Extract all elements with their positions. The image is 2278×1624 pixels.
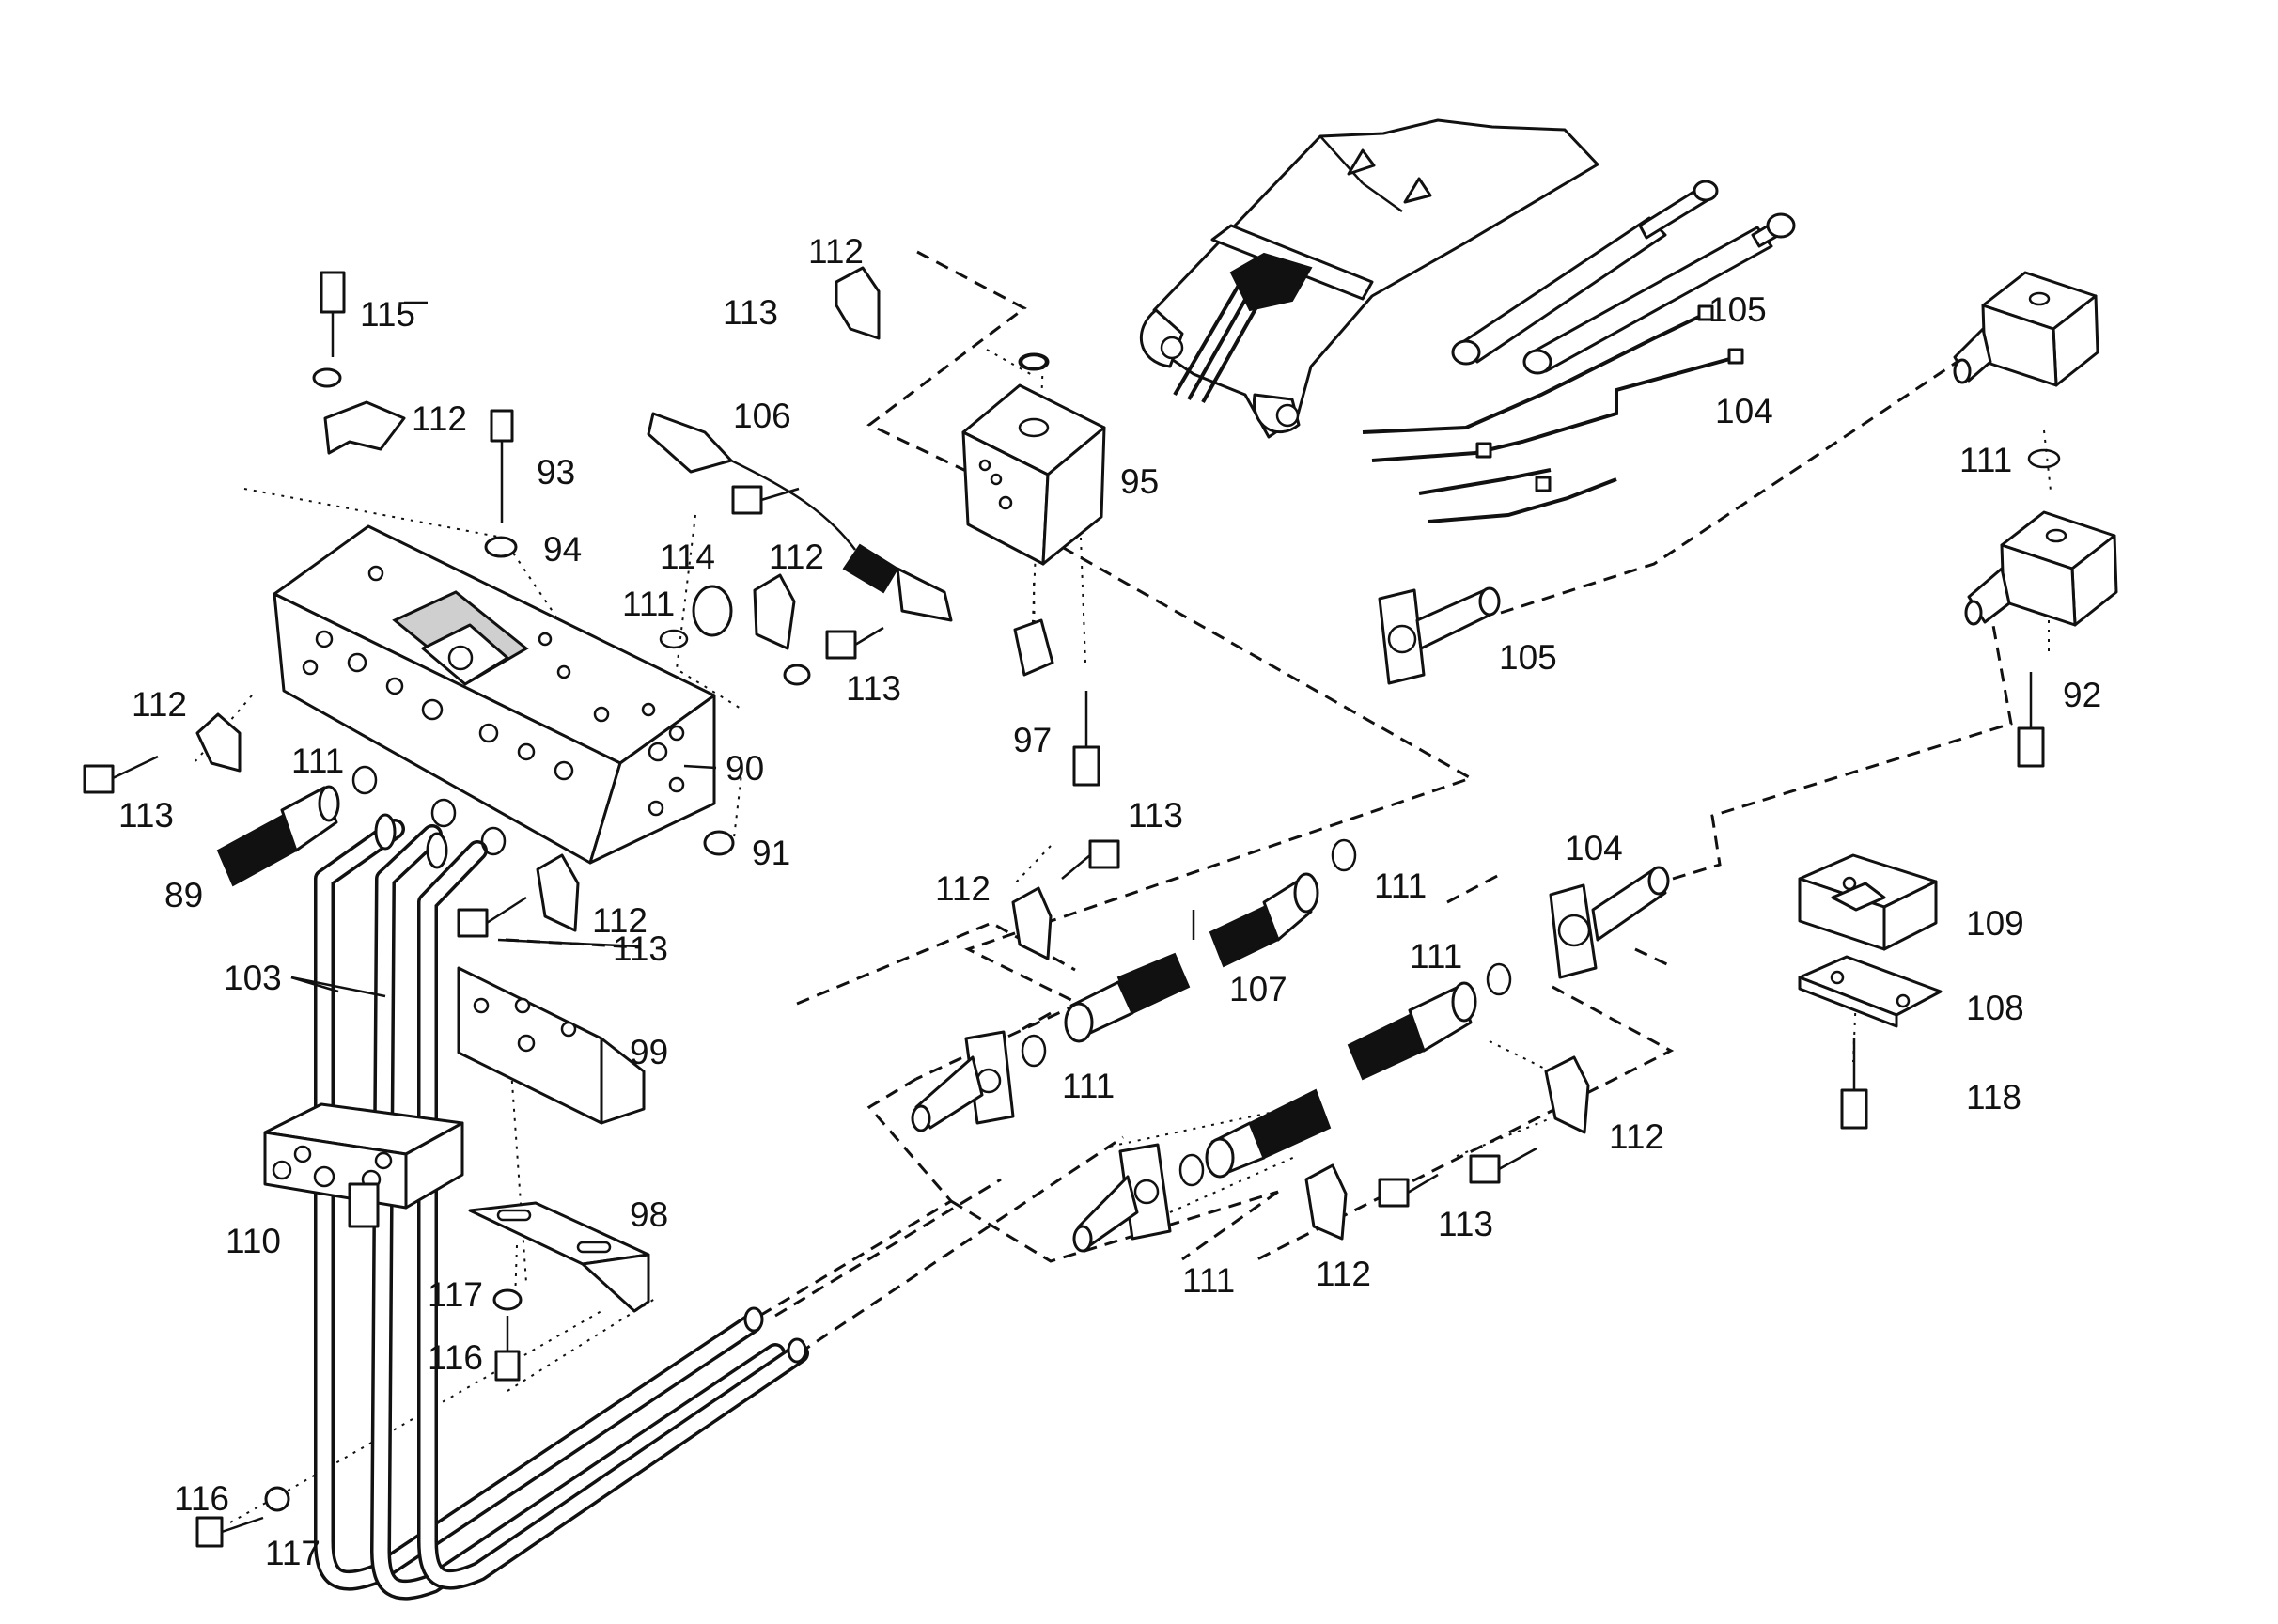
callout-111: 111 (1182, 1261, 1235, 1300)
callout-111: 111 (1062, 1067, 1115, 1105)
callout-90: 90 (726, 749, 764, 788)
flange-lower-mid (1072, 1143, 1172, 1253)
callout-113: 113 (723, 293, 778, 332)
callout-89: 89 (164, 876, 203, 914)
callout-111: 111 (1374, 867, 1427, 905)
hose-107 (1209, 872, 1319, 968)
callout-98: 98 (630, 1195, 668, 1234)
callout-92: 92 (2063, 676, 2101, 714)
flange-104 (1549, 866, 1670, 979)
valve-block-90 (273, 524, 716, 865)
callout-111: 111 (291, 742, 344, 780)
callout-116: 116 (428, 1338, 483, 1377)
callout-117: 117 (265, 1534, 320, 1572)
hose-mid (1064, 952, 1191, 1043)
callout-112: 112 (935, 869, 991, 908)
callout-112: 112 (808, 232, 864, 271)
callout-113: 113 (118, 796, 174, 835)
small-parts (83, 266, 2061, 1548)
callout-114: 114 (660, 538, 715, 576)
block-109 (1798, 853, 1938, 951)
block-95 (961, 352, 1106, 566)
flange-105 (1378, 586, 1501, 685)
callout-111: 111 (1410, 937, 1462, 976)
callout-113: 113 (613, 929, 668, 968)
callout-111: 111 (1959, 441, 2012, 479)
clamp-110 (263, 1102, 464, 1228)
callout-112: 112 (412, 399, 467, 438)
callout-110: 110 (226, 1222, 281, 1260)
callout-91: 91 (752, 834, 790, 872)
callout-106: 106 (733, 397, 791, 435)
callout-109: 109 (1966, 904, 2024, 943)
callout-97: 97 (1013, 721, 1052, 759)
callout-113: 113 (846, 669, 901, 708)
callout-104: 104 (1565, 829, 1623, 867)
bracket-99 (457, 966, 646, 1125)
callout-95: 95 (1120, 462, 1159, 501)
boom-assembly (1140, 118, 1796, 523)
hose-106 (647, 412, 1054, 677)
callout-labels: 115 112 93 94 113 112 106 95 114 112 111… (118, 232, 2101, 1572)
callout-105: 105 (1499, 638, 1557, 677)
callout-108: 108 (1966, 989, 2024, 1027)
callout-116: 116 (174, 1479, 229, 1518)
callout-112: 112 (592, 901, 648, 940)
callout-112: 112 (132, 685, 187, 724)
callout-93: 93 (537, 453, 575, 492)
callout-115: 115 (360, 295, 415, 334)
fitting-top-right (1953, 271, 2099, 387)
callout-103: 103 (224, 959, 282, 997)
callout-105: 105 (1708, 290, 1767, 329)
fitting-mid-right (1964, 510, 2118, 627)
callout-112: 112 (769, 538, 824, 576)
callout-118: 118 (1966, 1078, 2021, 1116)
callout-107: 107 (1229, 970, 1287, 1008)
bracket-98 (468, 1201, 650, 1313)
callout-112: 112 (1316, 1255, 1371, 1293)
callout-104: 104 (1715, 392, 1773, 430)
callout-117: 117 (428, 1275, 483, 1314)
callout-112: 112 (1609, 1117, 1664, 1156)
plate-108 (1798, 955, 1943, 1028)
callout-94: 94 (543, 530, 582, 569)
callout-113: 113 (1438, 1205, 1493, 1243)
pipes-103 (314, 819, 809, 1601)
callout-99: 99 (630, 1033, 668, 1071)
flange-lower-left (911, 1030, 1015, 1132)
hose-lower (1205, 981, 1477, 1179)
callout-113: 113 (1128, 796, 1183, 835)
hose-89 (216, 785, 448, 887)
callout-111: 111 (622, 585, 675, 623)
